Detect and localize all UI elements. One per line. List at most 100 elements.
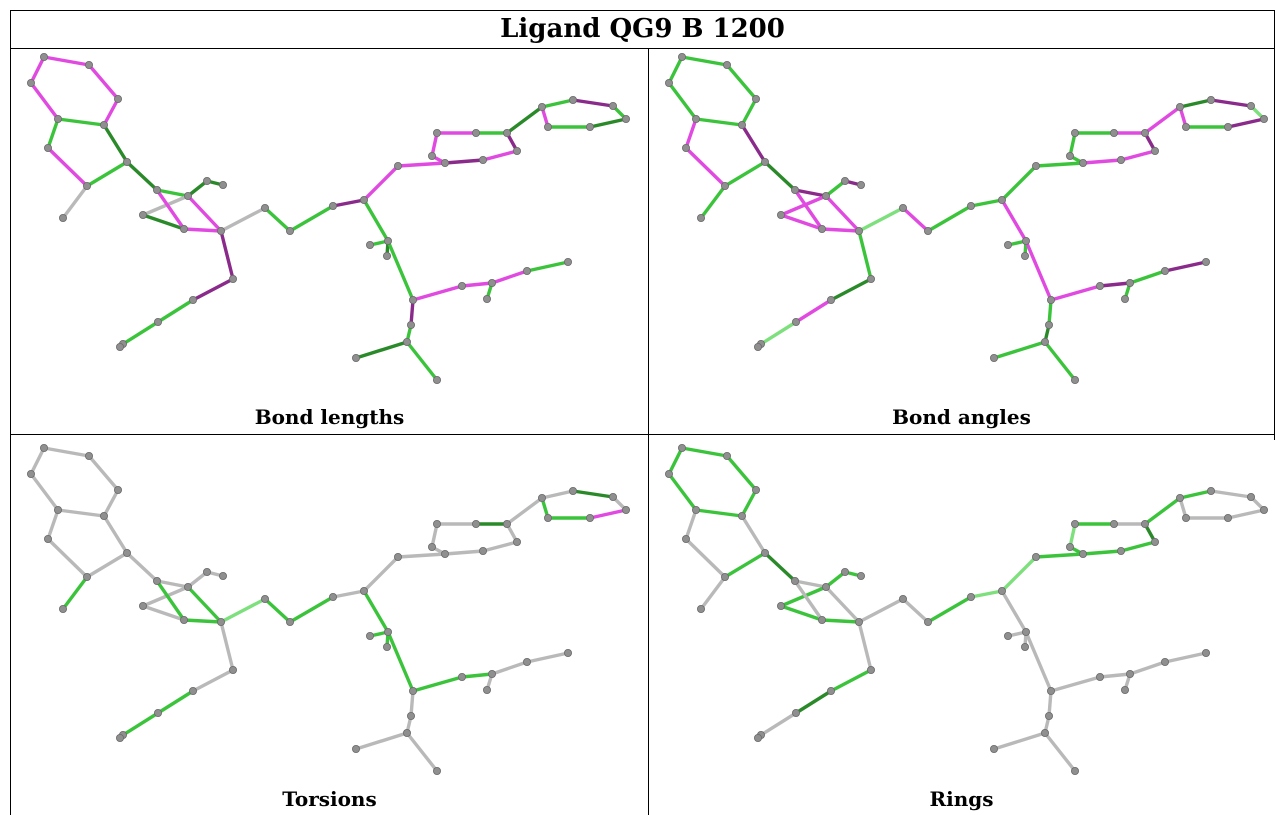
atom: [989, 744, 998, 753]
atom: [218, 180, 227, 189]
atom: [1021, 627, 1030, 636]
atom: [966, 201, 975, 210]
atom: [408, 295, 417, 304]
atom: [432, 520, 441, 529]
bond: [1098, 281, 1132, 288]
atom: [59, 604, 68, 613]
bond: [992, 731, 1047, 751]
bond: [219, 229, 235, 281]
caption-bond-lengths: Bond lengths: [254, 405, 405, 429]
atom: [432, 766, 441, 775]
bond: [684, 537, 727, 579]
atom: [622, 115, 631, 124]
bond: [1128, 269, 1167, 285]
bond: [155, 579, 186, 622]
bond: [460, 281, 494, 288]
bond: [588, 117, 628, 129]
bond: [186, 585, 223, 624]
bond: [1143, 496, 1182, 526]
bond: [354, 340, 409, 360]
atom: [83, 181, 92, 190]
bond: [362, 555, 400, 593]
atom: [114, 486, 123, 495]
bond: [141, 194, 190, 217]
atom: [487, 669, 496, 678]
atom: [721, 572, 730, 581]
bond: [102, 488, 120, 518]
molecule-bond-angles: [664, 53, 1269, 384]
atom: [1095, 672, 1104, 681]
bond: [141, 604, 186, 622]
bond: [1178, 489, 1213, 500]
atom: [723, 61, 732, 70]
bond: [824, 179, 847, 198]
atom: [228, 274, 237, 283]
bond: [1226, 508, 1266, 520]
atom: [116, 342, 125, 351]
bond: [288, 595, 335, 624]
atom: [457, 281, 466, 290]
atom: [697, 213, 706, 222]
bond: [219, 620, 235, 672]
bond: [155, 188, 186, 231]
atom: [1260, 506, 1269, 515]
atom: [790, 576, 799, 585]
bond: [684, 146, 727, 188]
bond: [857, 229, 873, 281]
atom: [1116, 546, 1125, 555]
atom: [383, 627, 392, 636]
atom: [1140, 520, 1149, 529]
atom: [622, 506, 631, 515]
bond: [411, 284, 464, 302]
atom: [1078, 549, 1087, 558]
atom: [1046, 686, 1055, 695]
atom: [183, 191, 192, 200]
bond: [824, 585, 861, 624]
bond: [386, 239, 415, 302]
atom: [564, 257, 573, 266]
bond: [779, 213, 824, 231]
bond: [85, 160, 129, 188]
column-divider: [648, 48, 649, 815]
atom: [1247, 102, 1256, 111]
atom: [1095, 281, 1104, 290]
atom: [85, 452, 94, 461]
bond: [667, 472, 698, 512]
atom: [840, 176, 849, 185]
atom: [188, 295, 197, 304]
atom: [138, 601, 147, 610]
bond: [684, 508, 698, 541]
bond: [1119, 149, 1157, 162]
atom: [1202, 257, 1211, 266]
atom: [544, 123, 553, 132]
atom: [1161, 657, 1170, 666]
bond: [85, 551, 129, 579]
bond: [926, 595, 973, 624]
bond: [61, 575, 89, 611]
bond: [481, 540, 519, 553]
atom: [513, 146, 522, 155]
atom: [382, 642, 391, 651]
bond: [759, 711, 798, 737]
atom: [1040, 728, 1049, 737]
atom: [457, 672, 466, 681]
atom: [1260, 115, 1269, 124]
bond: [699, 184, 727, 220]
bond: [191, 668, 235, 693]
bond: [699, 575, 727, 611]
atom: [402, 728, 411, 737]
atom: [817, 224, 826, 233]
atom: [359, 586, 368, 595]
bond: [263, 597, 292, 624]
bond: [779, 194, 828, 217]
bond: [1000, 198, 1028, 243]
atom: [754, 733, 763, 742]
bond: [331, 198, 366, 208]
molecule-torsions: [26, 444, 631, 775]
atom: [218, 571, 227, 580]
bond: [694, 508, 744, 518]
bond: [1143, 105, 1182, 135]
atom: [1031, 552, 1040, 561]
atom: [754, 342, 763, 351]
atom: [188, 686, 197, 695]
